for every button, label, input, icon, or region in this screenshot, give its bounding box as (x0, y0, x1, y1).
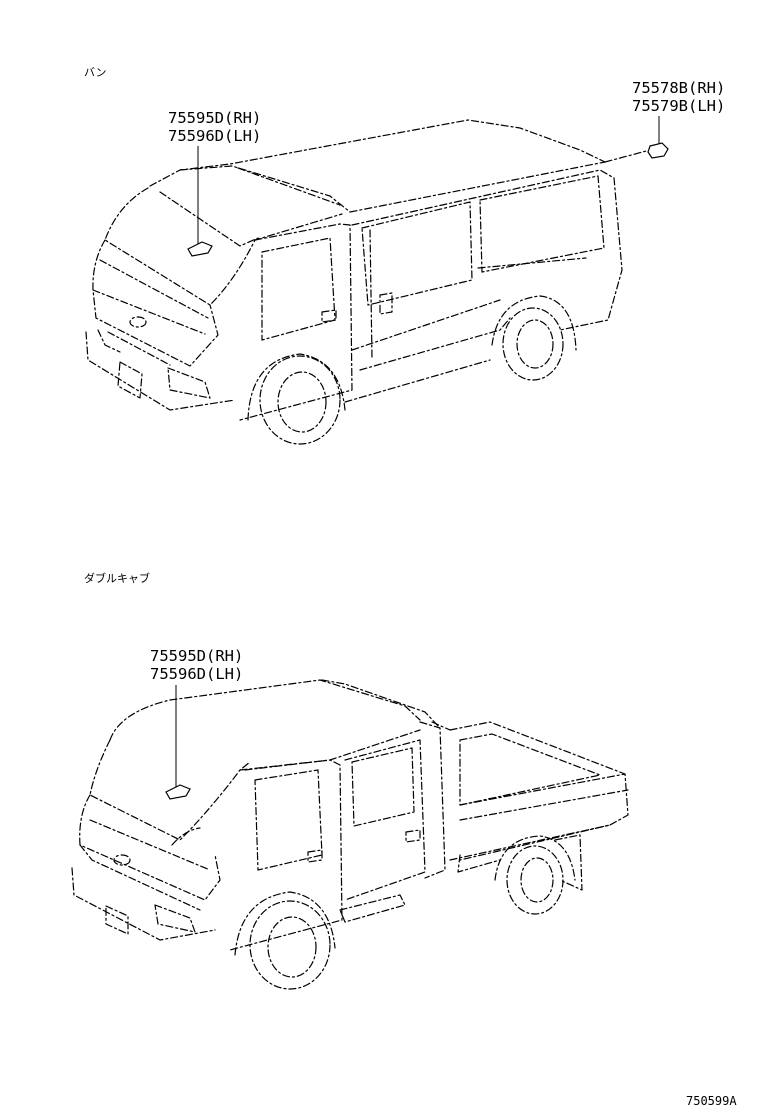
double-cab-outline (71, 679, 629, 990)
van-part-a-rh-label: 75595D(RH) (168, 109, 261, 127)
diagram-code: 750599A (686, 1094, 737, 1108)
double-cab-part-a-lh-label: 75596D(LH) (150, 665, 243, 683)
van-part-b-rh-label: 75578B(RH) (632, 79, 725, 97)
van-section: バン 75595D(RH) 75596D(LH) 75578B(RH) 7557… (84, 66, 725, 445)
van-part-a-shape (187, 241, 213, 257)
double-cab-caption: ダブルキャブ (84, 571, 150, 585)
double-cab-part-a-shape (165, 784, 191, 800)
van-part-b-shape (647, 142, 669, 159)
van-part-a-lh-label: 75596D(LH) (168, 127, 261, 145)
double-cab-section: ダブルキャブ 75595D(RH) 75596D(LH) (71, 571, 629, 990)
van-caption: バン (84, 66, 107, 79)
van-part-b-lh-label: 75579B(LH) (632, 97, 725, 115)
double-cab-part-a-rh-label: 75595D(RH) (150, 647, 243, 665)
van-outline (85, 119, 623, 445)
